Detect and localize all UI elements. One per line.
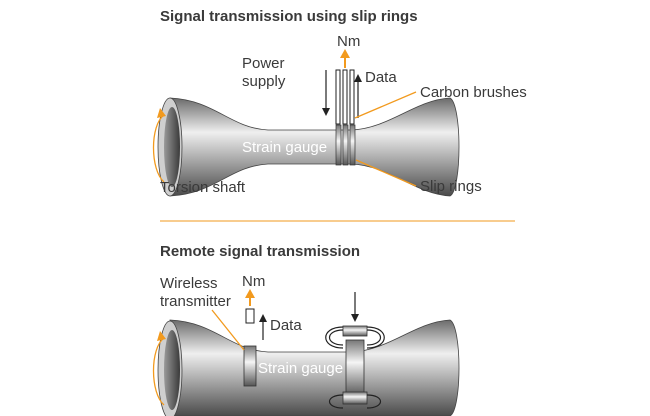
carbon-brushes-leader (354, 91, 417, 119)
bottom-torsion-shaft (157, 319, 460, 416)
carbon-brushes-label: Carbon brushes (420, 84, 527, 101)
top-carbon-brushes (335, 69, 355, 125)
top-slip-rings (335, 124, 356, 166)
wireless-label-1: Wireless (160, 275, 218, 292)
wireless-leader (211, 309, 245, 351)
receiver-coupler (325, 325, 385, 409)
bottom-data-label: Data (270, 317, 302, 334)
top-strain-gauge-label: Strain gauge (242, 139, 327, 156)
bottom-nm-label: Nm (242, 273, 265, 290)
top-power-supply-label-1: Power (242, 55, 285, 72)
wireless-antenna (245, 308, 255, 324)
top-power-supply-label-2: supply (242, 73, 286, 90)
top-torsion-shaft (157, 97, 460, 197)
top-nm-arrow-icon (340, 49, 350, 68)
top-data-arrow-icon (354, 74, 362, 118)
bottom-rotation-arrow-icon (152, 331, 166, 406)
top-nm-label: Nm (337, 33, 360, 50)
bottom-title: Remote signal transmission (160, 243, 360, 260)
slip-rings-label: Slip rings (420, 178, 482, 195)
bottom-power-arrow-icon (351, 292, 359, 322)
slip-rings-leader (355, 159, 417, 187)
bottom-data-arrow-icon (259, 314, 267, 340)
transmitter-collar (243, 345, 257, 387)
bottom-nm-arrow-icon (245, 289, 255, 306)
top-title: Signal transmission using slip rings (160, 8, 418, 25)
torsion-shaft-label: Torsion shaft (160, 179, 246, 196)
top-power-arrow-icon (322, 70, 330, 116)
top-rotation-arrow-icon (152, 108, 166, 183)
bottom-strain-gauge-label: Strain gauge (258, 360, 343, 377)
top-data-label: Data (365, 69, 397, 86)
wireless-label-2: transmitter (160, 293, 231, 310)
